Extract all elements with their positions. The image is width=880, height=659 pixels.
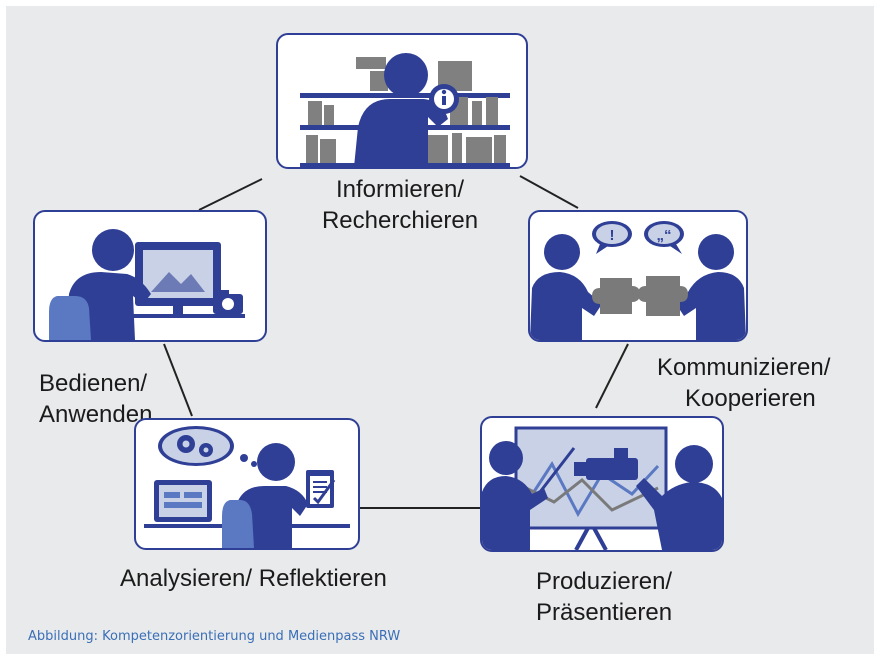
svg-text:!: ! [610, 227, 615, 244]
chair [222, 500, 254, 548]
puzzle-pieces [592, 276, 688, 316]
label-kommunizieren-line1: Kommunizieren/ [657, 354, 831, 381]
clipboard-icon [306, 470, 336, 508]
camera-icon [574, 448, 638, 480]
label-informieren-line1: Informieren/ [335, 176, 465, 203]
diagram-background: Informieren/ Recherchieren [6, 6, 874, 654]
label-informieren: Informieren/ Recherchieren [290, 174, 510, 236]
label-kommunizieren: Kommunizieren/ Kooperieren [657, 352, 830, 414]
camera-icon [213, 290, 243, 314]
label-bedienen: Bedienen/ Anwenden [39, 368, 152, 430]
cycle-connectors [163, 175, 629, 509]
monitor-illustration [95, 242, 245, 318]
gears-icon [158, 426, 257, 467]
label-kommunizieren-line2: Kooperieren [685, 385, 816, 412]
label-analysieren: Analysieren/ Reflektieren [120, 563, 387, 594]
quote-icon: „“ [644, 221, 684, 254]
connector-bedienen-analysieren [163, 343, 193, 417]
person-right [676, 234, 746, 340]
person-figure [354, 53, 448, 167]
label-produzieren-line2: Präsentieren [536, 599, 673, 626]
label-informieren-line2: Recherchieren [321, 207, 479, 234]
panel-bedienen [33, 210, 267, 342]
camera-operator-figure [636, 445, 722, 550]
person-left [530, 234, 602, 340]
panel-informieren [276, 33, 528, 169]
panel-analysieren [134, 418, 360, 550]
presenter-figure [482, 441, 548, 550]
exclamation-icon: ! [592, 221, 632, 254]
connector-kommunizieren-produzieren [595, 343, 629, 409]
panel-kommunizieren: ! „“ [528, 210, 748, 342]
panel-produzieren [480, 416, 724, 552]
info-icon [429, 84, 459, 114]
label-produzieren: Produzieren/ Präsentieren [536, 566, 672, 628]
connector-informieren-kommunizieren [519, 175, 579, 209]
pointer [538, 447, 576, 493]
label-bedienen-line1: Bedienen/ [39, 370, 148, 397]
label-bedienen-line2: Anwenden [39, 401, 153, 428]
label-analysieren-line1: Analysieren/ Reflektieren [120, 565, 387, 592]
connector-informieren-bedienen [198, 178, 263, 211]
chair [49, 296, 91, 340]
svg-text:„“: „“ [657, 227, 672, 244]
figure-caption: Abbildung: Kompetenzorientierung und Med… [28, 629, 401, 644]
label-produzieren-line1: Produzieren/ [536, 568, 673, 595]
